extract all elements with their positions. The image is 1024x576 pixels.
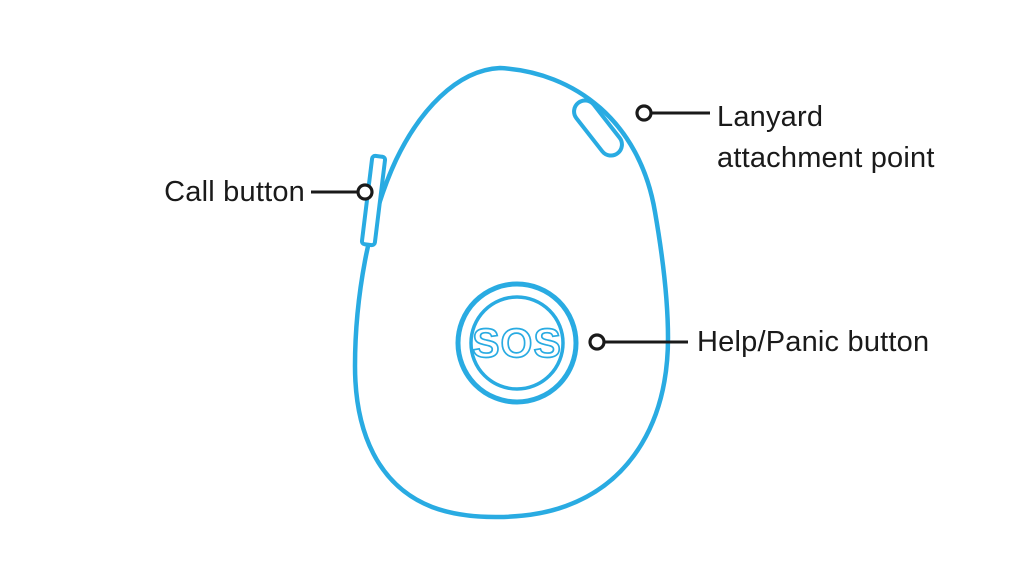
- sos-button-label: SOS: [472, 320, 562, 366]
- lanyard-slot: [572, 98, 624, 158]
- leader-call-button: [311, 183, 374, 201]
- leader-call-button-dot: [356, 183, 374, 201]
- sos-button-inner-ring: [469, 295, 565, 391]
- leader-help-panic-dot: [588, 333, 606, 351]
- leader-help-panic: [588, 333, 688, 351]
- sos-button-outer-ring: [455, 281, 579, 405]
- leader-lanyard-dot: [635, 104, 653, 122]
- label-lanyard-line2: attachment point: [717, 142, 935, 174]
- label-lanyard-line1: Lanyard: [717, 101, 824, 133]
- label-help-panic-button: Help/Panic button: [697, 326, 930, 358]
- device-outline: [352, 65, 671, 520]
- leader-lanyard: [635, 104, 710, 122]
- label-call-button: Call button: [164, 176, 305, 208]
- label-lanyard-attachment: Lanyard attachment point: [717, 97, 935, 179]
